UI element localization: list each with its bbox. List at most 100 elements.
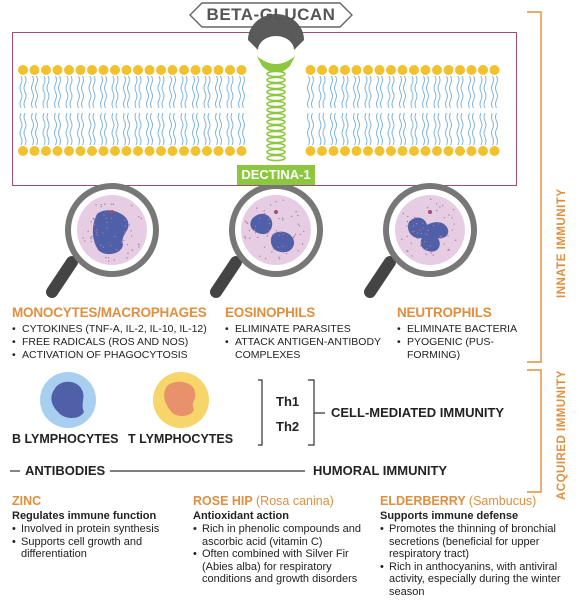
lipid-tail (81, 75, 84, 109)
granule (423, 240, 426, 243)
granule (285, 253, 288, 255)
lipid-head (190, 65, 201, 75)
lipid-tail (426, 75, 429, 109)
monocytes-bullets: CYTOKINES (TNF-A, IL-2, IL-10, IL-12) FR… (12, 323, 222, 362)
granule (264, 257, 267, 260)
lipid-head (167, 146, 178, 156)
granule (301, 243, 304, 245)
lipid-tail (353, 112, 356, 146)
granule (263, 212, 266, 215)
lipid-tail (69, 75, 73, 109)
t-lymphocyte-cell (153, 372, 209, 428)
b-lymphocytes-label: B LYMPHOCYTES (12, 432, 119, 446)
lipid-tail (460, 112, 464, 146)
granule (90, 237, 92, 240)
lipid-tail (242, 75, 245, 109)
granule (430, 252, 432, 254)
lipid-tail (364, 75, 368, 109)
lipid-tail (31, 75, 34, 109)
th1-label: Th1 (276, 394, 300, 409)
granule (412, 225, 415, 227)
granule (294, 233, 297, 236)
granule (92, 217, 95, 220)
lipid-tail (192, 75, 195, 109)
lipid-tail (180, 75, 184, 109)
lipid-tail (92, 75, 96, 109)
t-lymphocytes-label: T LYMPHOCYTES (128, 432, 234, 446)
granule (413, 230, 415, 233)
eosinophils-title: EOSINOPHILS (225, 305, 316, 320)
lipid-tail (376, 75, 379, 109)
lipid-tail (104, 112, 107, 146)
granule (110, 203, 113, 206)
granule (415, 223, 418, 225)
lipid-head (443, 146, 454, 156)
innate-bracket (527, 11, 542, 363)
lipid-tail (58, 112, 61, 146)
lipid-head (29, 146, 40, 156)
lipid-head (443, 65, 454, 75)
lipid-head (29, 65, 40, 75)
lipid-tail (353, 75, 356, 109)
lipid-tail (468, 75, 471, 109)
lipid-head (489, 65, 500, 75)
lipid-tail (115, 112, 119, 146)
lipid-head (87, 146, 97, 156)
granule (267, 232, 269, 234)
lipid-tail (491, 75, 494, 109)
lipid-head (225, 146, 235, 156)
granule (298, 225, 301, 227)
lipid-head (179, 65, 189, 75)
lipid-tail (196, 112, 199, 146)
granule (297, 250, 299, 252)
rose-hip-latin: (Rosa canina) (256, 494, 334, 508)
lipid-tail (77, 112, 80, 146)
lipid-tail (334, 75, 337, 109)
lipid-tail (180, 112, 184, 146)
lipid-head (98, 65, 109, 75)
granule (290, 215, 293, 218)
granule (100, 205, 102, 208)
granule (90, 221, 92, 223)
granule (420, 242, 423, 244)
lipid-tail (173, 112, 176, 146)
lipid-tail (65, 112, 69, 146)
granule (295, 210, 297, 213)
lipid-tail (65, 75, 69, 109)
lipid-head (409, 65, 419, 75)
lipid-head (18, 146, 28, 156)
granule (425, 253, 427, 255)
elderberry-subtitle: Supports immune defense (380, 510, 519, 522)
granule (441, 204, 444, 207)
granule (268, 229, 270, 231)
granule (447, 235, 449, 237)
granule (299, 233, 302, 236)
lipid-tail (138, 75, 142, 109)
lipid-tail (479, 75, 483, 109)
granule (407, 215, 409, 218)
granule (278, 234, 280, 237)
lipid-tail (46, 75, 50, 109)
lipid-tail (460, 75, 464, 109)
granule (282, 245, 284, 247)
lipid-head (397, 146, 408, 156)
lipid-tail (192, 112, 195, 146)
granule (248, 229, 250, 232)
th2-label: Th2 (276, 419, 300, 434)
lipid-tail (215, 75, 218, 109)
lipid-head (64, 65, 74, 75)
granule (275, 200, 277, 203)
lipid-tail (357, 112, 360, 146)
lipid-head (466, 65, 477, 75)
eosinophils-bullets: ELIMINATE PARASITES ATTACK ANTIGEN-ANTIB… (225, 323, 395, 362)
acquired-immunity-label: ACQUIRED IMMUNITY (556, 370, 568, 500)
lipid-head (41, 65, 51, 75)
th-bracket-right (308, 379, 325, 446)
granule (297, 214, 299, 217)
lipid-tail (387, 75, 391, 109)
lipid-head (489, 146, 500, 156)
lipid-head (98, 146, 109, 156)
granule (270, 204, 272, 206)
b-lymphocyte-cell (40, 372, 96, 428)
lipid-tail (456, 112, 460, 146)
